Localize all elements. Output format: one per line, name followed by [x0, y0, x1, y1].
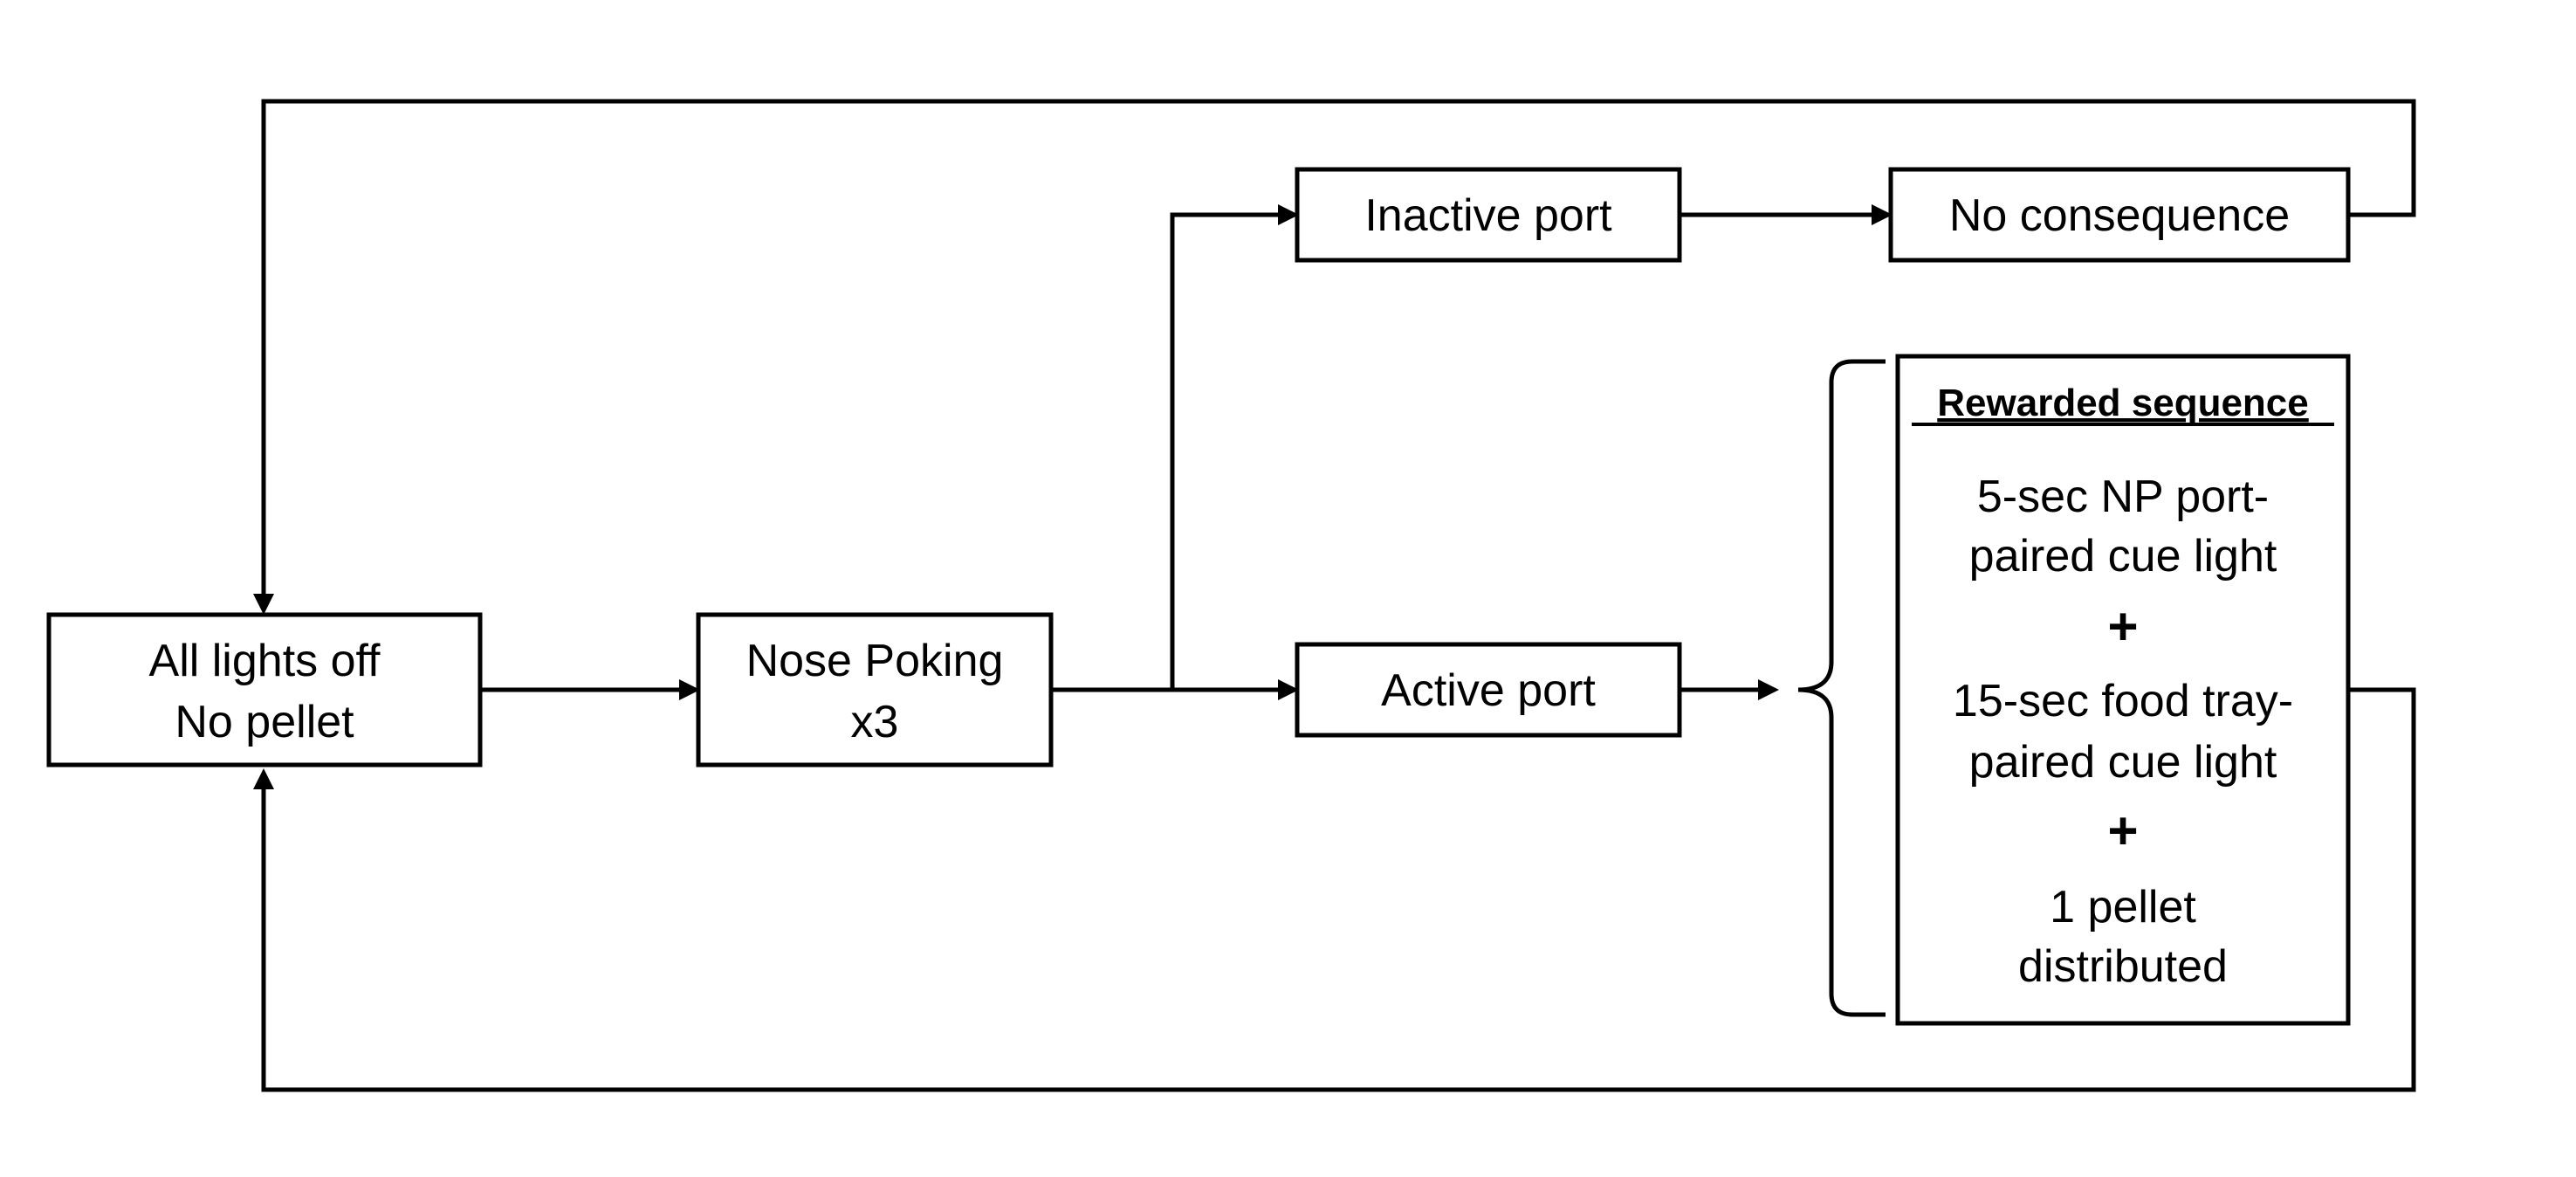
node-inactive-port-label: Inactive port	[1364, 190, 1612, 241]
node-all-lights-off-line1: All lights off	[149, 636, 381, 686]
arrowhead-active	[1278, 679, 1299, 700]
reward-plus-1: +	[2107, 597, 2138, 656]
node-active-port-label: Active port	[1381, 665, 1596, 716]
node-nose-poking-line1: Nose Poking	[746, 636, 1004, 686]
node-rewarded-sequence: Rewarded sequence 5-sec NP port- paired …	[1895, 354, 2351, 1026]
reward-step2-line1: 15-sec food tray-	[1953, 676, 2293, 726]
rewarded-sequence-title: Rewarded sequence	[1937, 382, 2309, 424]
reward-step3-line2: distributed	[2018, 941, 2228, 992]
edge-noconsequence-loop	[261, 99, 2416, 594]
reward-plus-2: +	[2107, 802, 2138, 860]
node-nose-poking: Nose Poking x3	[696, 612, 1054, 767]
reward-step1-line1: 5-sec NP port-	[1977, 471, 2269, 522]
node-all-lights-off-line2: No pellet	[175, 697, 354, 747]
arrowhead-reward	[1758, 679, 1779, 700]
arrowhead-inactive	[1278, 204, 1299, 225]
reward-brace	[1797, 359, 1886, 1017]
edge-reward-loop	[261, 687, 2416, 1092]
arrowhead-loop-top	[253, 594, 274, 615]
reward-step3-line1: 1 pellet	[2050, 882, 2196, 933]
node-nose-poking-line2: x3	[851, 697, 899, 747]
arrowhead-poking	[679, 679, 700, 700]
node-no-consequence: No consequence	[1888, 167, 2351, 263]
edge-poking-to-inactive	[1170, 212, 1278, 690]
reward-step1-line2: paired cue light	[1969, 531, 2277, 582]
node-no-consequence-label: No consequence	[1949, 190, 2290, 241]
node-inactive-port: Inactive port	[1295, 167, 1682, 263]
reward-step2-line2: paired cue light	[1969, 737, 2277, 788]
node-active-port: Active port	[1295, 642, 1682, 738]
node-all-lights-off: All lights off No pellet	[46, 612, 483, 767]
arrowhead-noconsequence	[1872, 204, 1893, 225]
arrowhead-loop-bottom	[253, 768, 274, 789]
